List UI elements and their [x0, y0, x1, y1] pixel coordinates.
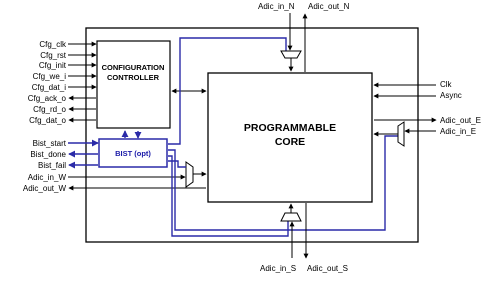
- config-controller-label-1: CONFIGURATION: [102, 63, 165, 72]
- signal-cfg-clk: Cfg_clk: [39, 40, 67, 49]
- signal-adic-in-s: Adic_in_S: [260, 264, 296, 273]
- signal-adic-out-e: Adic_out_E: [440, 116, 481, 125]
- config-signal-labels: Cfg_clk Cfg_rst Cfg_init Cfg_we_i Cfg_da…: [28, 40, 67, 125]
- chip-boundary: [85, 27, 419, 243]
- signal-adic-in-e: Adic_in_E: [440, 127, 476, 136]
- east-mux: [397, 121, 405, 147]
- signal-adic-out-n: Adic_out_N: [308, 2, 350, 11]
- north-mux: [280, 50, 302, 59]
- signal-cfg-dat-o: Cfg_dat_o: [29, 116, 66, 125]
- signal-cfg-dat-i: Cfg_dat_i: [32, 83, 66, 92]
- bist-routing: [168, 37, 398, 237]
- bist-path-south: [168, 155, 289, 237]
- bist-path-west: [168, 160, 186, 168]
- signal-adic-in-n: Adic_in_N: [258, 2, 295, 11]
- west-signal-labels: Adic_in_W Adic_out_W: [23, 173, 67, 193]
- signal-async: Async: [440, 91, 462, 100]
- signal-cfg-rd-o: Cfg_rd_o: [33, 105, 66, 114]
- bist-path-east: [168, 135, 398, 231]
- core-label-1: PROGRAMMABLE: [244, 122, 336, 134]
- core-label-2: CORE: [275, 136, 305, 148]
- signal-adic-out-w: Adic_out_W: [23, 184, 67, 193]
- config-controller-label-2: CONTROLLER: [107, 73, 160, 82]
- south-mux: [280, 212, 302, 222]
- signal-bist-fail: Bist_fail: [38, 161, 66, 170]
- signal-adic-in-w: Adic_in_W: [28, 173, 67, 182]
- programmable-core-block: [207, 72, 373, 203]
- signal-adic-out-s: Adic_out_S: [307, 264, 348, 273]
- bist-path-north: [168, 37, 287, 145]
- signal-cfg-init: Cfg_init: [39, 61, 67, 70]
- configuration-controller-block: [96, 40, 171, 129]
- signal-bist-done: Bist_done: [30, 150, 66, 159]
- bist-signal-labels: Bist_start Bist_done Bist_fail: [30, 139, 66, 170]
- west-mux: [185, 161, 194, 188]
- signal-cfg-rst: Cfg_rst: [40, 51, 67, 60]
- signal-cfg-we-i: Cfg_we_i: [33, 72, 67, 81]
- signal-bist-start: Bist_start: [33, 139, 67, 148]
- signal-clk: Clk: [440, 80, 453, 89]
- bist-label: BIST (opt): [115, 149, 151, 158]
- signal-cfg-ack-o: Cfg_ack_o: [28, 94, 67, 103]
- bist-block: [98, 138, 168, 168]
